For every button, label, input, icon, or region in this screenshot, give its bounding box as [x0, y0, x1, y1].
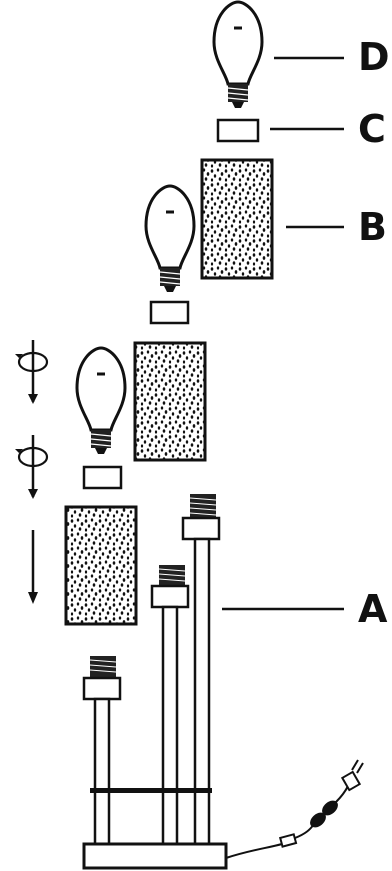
label-a: A — [358, 587, 388, 631]
lamp-base-icon — [82, 494, 228, 870]
twist-arrow-icon — [13, 433, 49, 501]
bulb-d-icon — [212, 0, 264, 110]
shade-middle-icon — [133, 341, 207, 462]
bulb-left-icon — [75, 346, 127, 456]
ring-spacer-left-icon — [82, 465, 123, 490]
twist-arrow-icon — [13, 338, 49, 406]
down-arrow-icon — [28, 530, 38, 604]
label-d: D — [358, 35, 390, 79]
label-c: C — [358, 107, 386, 151]
cord-switch-icon — [225, 785, 349, 859]
bulb-middle-icon — [144, 184, 196, 294]
shade-b-icon — [200, 158, 274, 280]
ring-spacer-middle-icon — [149, 300, 190, 325]
plug-icon — [340, 759, 364, 792]
ring-spacer-c-icon — [216, 118, 260, 143]
shade-left-icon — [64, 505, 138, 626]
label-b: B — [358, 205, 387, 249]
